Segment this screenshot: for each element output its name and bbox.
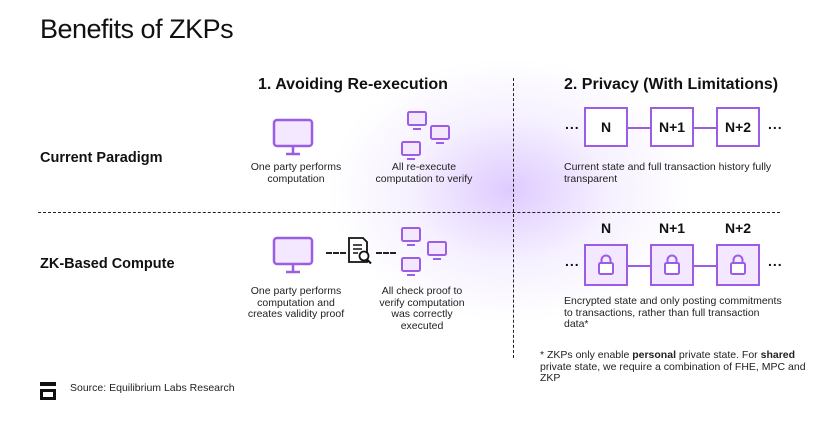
lock-icon: [598, 254, 614, 275]
proof-dash-left: [326, 252, 346, 254]
zk-all-check-caption: All check proof to verify computation wa…: [364, 285, 480, 332]
proof-dash-right: [376, 252, 396, 254]
column-header-privacy: 2. Privacy (With Limitations): [564, 76, 779, 93]
caption-line: creates validity proof: [247, 308, 345, 320]
chain-link: [628, 127, 650, 129]
caption-line: One party performs: [250, 161, 342, 173]
monitor-icon: [272, 236, 314, 274]
lock-icon: [730, 254, 746, 275]
caption-line: One party performs: [250, 285, 342, 297]
zk-chain-node-n2: [716, 244, 760, 286]
logo-icon: [40, 382, 56, 400]
chain-ellipsis-left: ...: [565, 116, 580, 132]
footnote-text: private state. For: [675, 349, 761, 361]
caption-line: Current state and full transaction histo…: [564, 161, 772, 173]
zk-chain-node-n1: [650, 244, 694, 286]
zk-node-label-n1: N+1: [658, 220, 686, 236]
zk-privacy-caption: Encrypted state and only posting commitm…: [564, 295, 810, 331]
current-one-party-caption: One party performs computation: [236, 161, 356, 185]
caption-line: Encrypted state and only posting commitm…: [564, 295, 782, 307]
caption-line: computation: [267, 172, 325, 185]
caption-line: verify computation: [379, 296, 465, 309]
zk-chain-link: [628, 265, 650, 267]
caption-line: data*: [564, 318, 589, 330]
zk-chain-ellipsis-left: ...: [565, 253, 580, 269]
footnote-text: private state, we require a combination …: [540, 360, 806, 384]
row-header-zk: ZK-Based Compute: [40, 256, 175, 272]
column-header-reexecution: 1. Avoiding Re-execution: [258, 76, 448, 93]
proof-document-icon: [348, 237, 372, 265]
chain-node-n: N: [584, 107, 628, 147]
caption-line: was correctly: [391, 308, 453, 320]
monitor-icon: [272, 118, 314, 156]
lock-icon: [664, 254, 680, 275]
caption-line: executed: [400, 319, 444, 332]
caption-line: All re-execute: [391, 161, 457, 173]
chain-link: [694, 127, 716, 129]
vertical-divider: [513, 78, 514, 358]
footnote: * ZKPs only enable personal private stat…: [540, 349, 810, 385]
source-credit: Source: Equilibrium Labs Research: [70, 382, 235, 394]
chain-node-n1: N+1: [650, 107, 694, 147]
caption-line: computation to verify: [375, 172, 473, 185]
monitor-cluster-icon: [401, 111, 450, 160]
caption-line: to transactions, rather than full transa…: [564, 306, 760, 319]
zk-node-label-n: N: [600, 220, 612, 236]
chain-ellipsis-right: ...: [768, 116, 783, 132]
background-glow: [330, 60, 690, 320]
zk-node-label-n2: N+2: [724, 220, 752, 236]
chain-node-n2: N+2: [716, 107, 760, 147]
caption-line: All check proof to: [381, 285, 463, 297]
page-title: Benefits of ZKPs: [40, 14, 234, 44]
monitor-cluster-icon: [401, 227, 447, 276]
horizontal-divider: [38, 212, 780, 213]
zk-chain-link: [694, 265, 716, 267]
zk-chain-node-n: [584, 244, 628, 286]
footnote-bold: personal: [632, 349, 676, 361]
footnote-bold: shared: [760, 349, 796, 361]
current-all-reexecute-caption: All re-execute computation to verify: [362, 161, 486, 185]
zk-chain-ellipsis-right: ...: [768, 253, 783, 269]
current-privacy-caption: Current state and full transaction histo…: [564, 161, 804, 185]
zk-one-party-caption: One party performs computation and creat…: [236, 285, 356, 321]
footnote-text: * ZKPs only enable: [540, 349, 633, 361]
caption-line: transparent: [564, 172, 618, 185]
row-header-current: Current Paradigm: [40, 150, 163, 166]
caption-line: computation and: [257, 296, 335, 309]
